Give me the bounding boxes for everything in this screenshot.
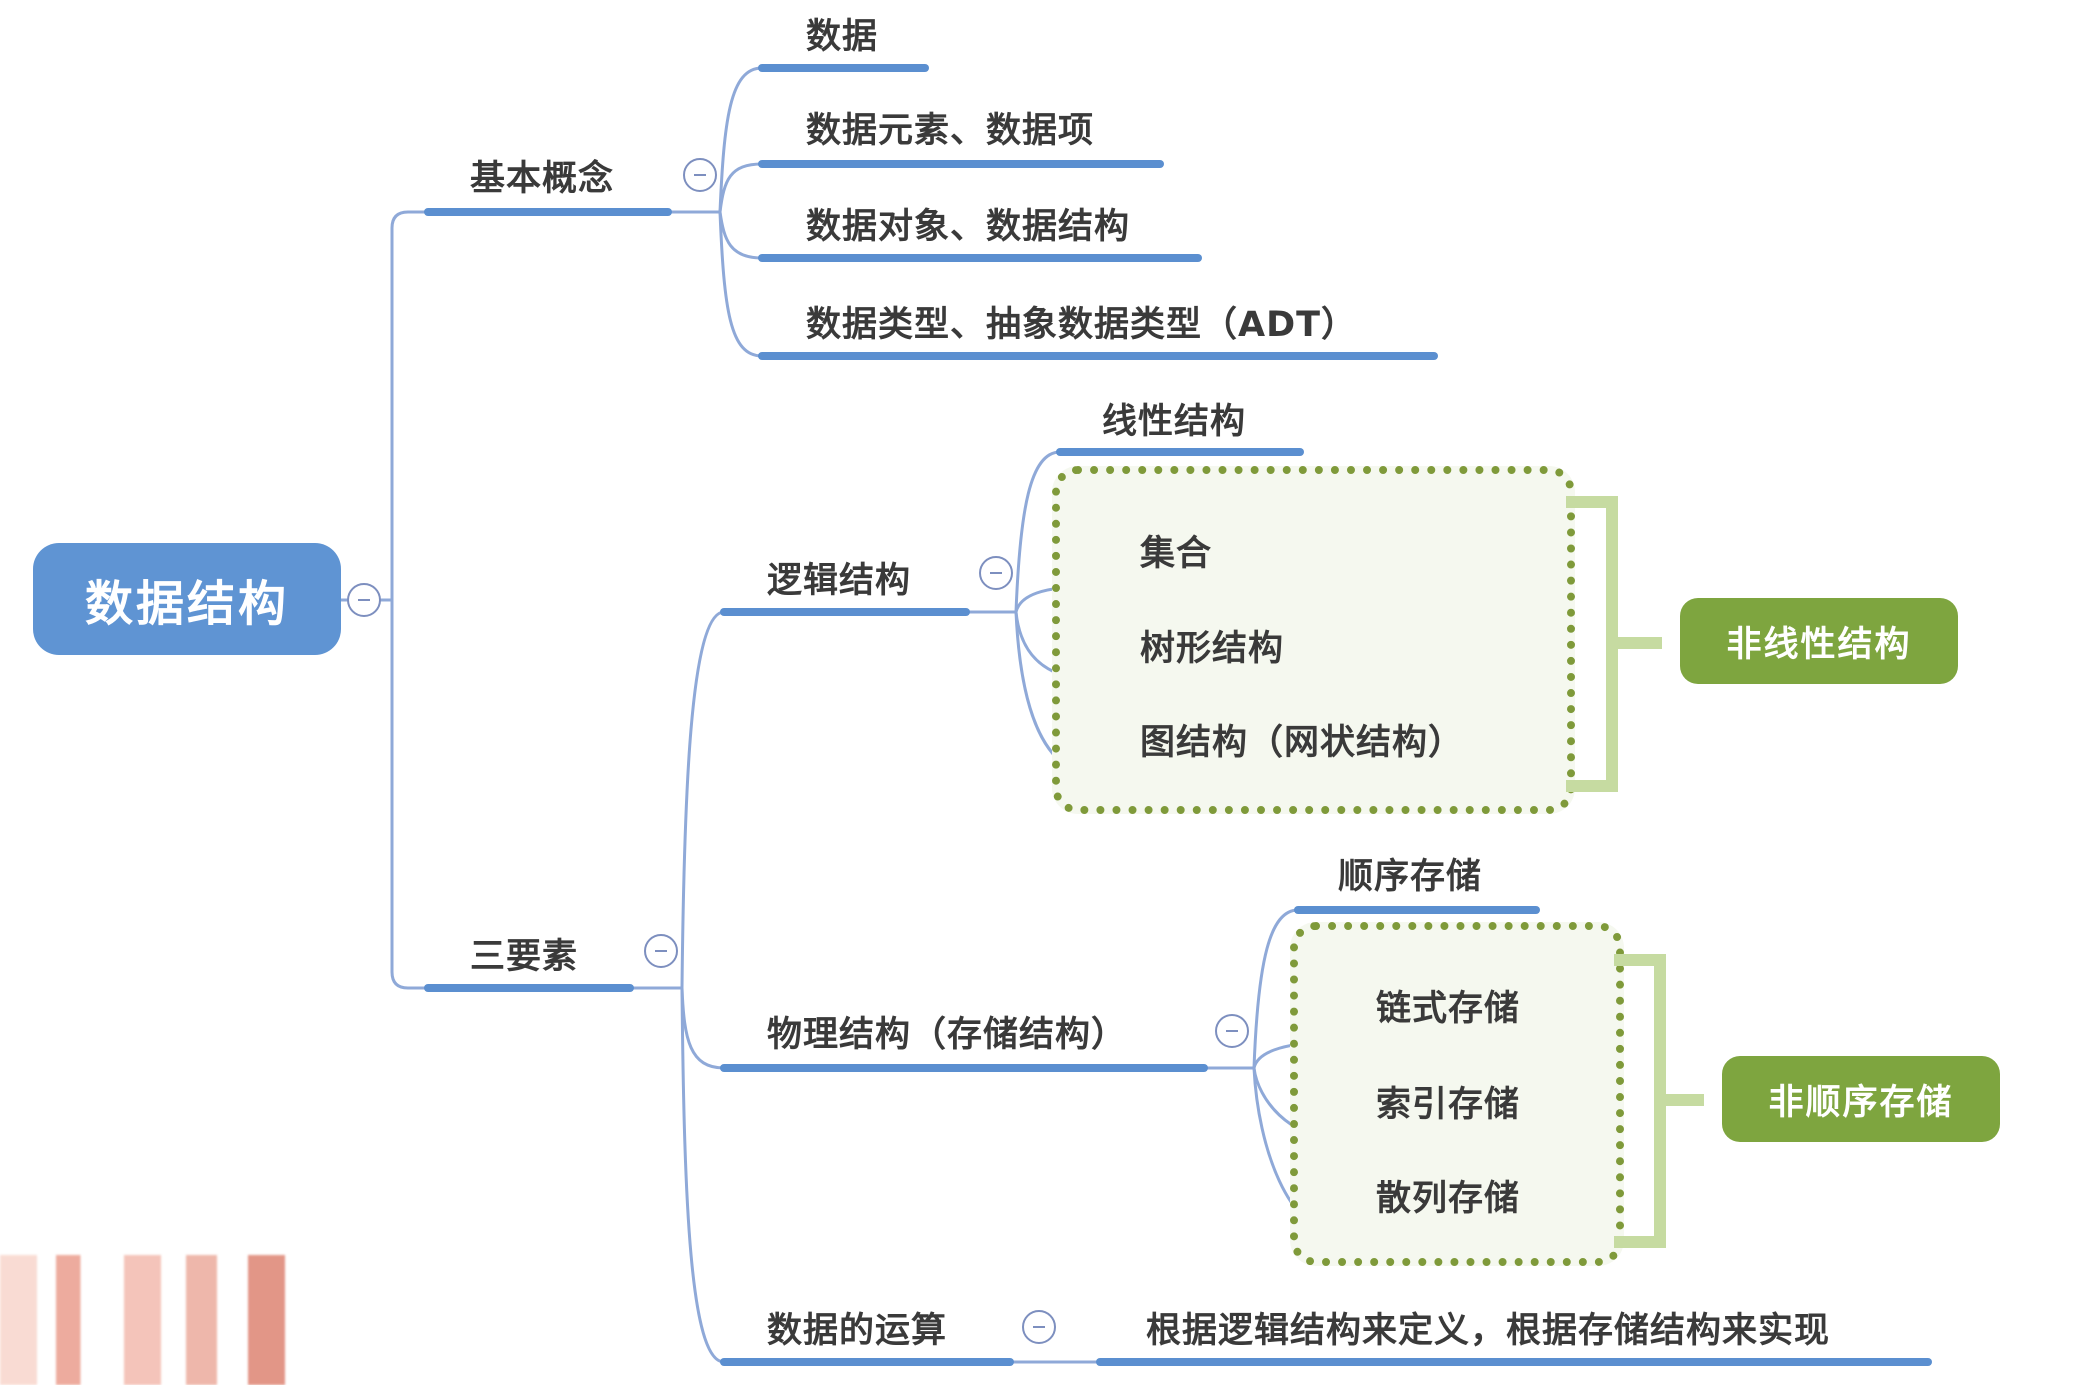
collapse-physical-structure-icon[interactable] <box>1215 1014 1249 1048</box>
node-index-storage[interactable]: 索引存储 <box>1376 1085 1521 1125</box>
node-logical-structure[interactable]: 逻辑结构 <box>767 561 912 601</box>
root-node[interactable]: 数据结构 <box>33 543 341 655</box>
node-data[interactable]: 数据 <box>806 17 879 57</box>
collapse-three-elements-icon[interactable] <box>644 934 678 968</box>
node-three-elements[interactable]: 三要素 <box>470 937 579 977</box>
nonlinear-group-box <box>1052 466 1575 814</box>
node-data-type[interactable]: 数据类型、抽象数据类型（ADT） <box>806 305 1358 345</box>
node-data-operations[interactable]: 数据的运算 <box>767 1311 948 1351</box>
node-graph[interactable]: 图结构（网状结构） <box>1140 723 1465 763</box>
summary-nonsequential-label: 非顺序存储 <box>1768 1082 1954 1123</box>
node-operations-description[interactable]: 根据逻辑结构来定义，根据存储结构来实现 <box>1146 1311 1831 1351</box>
node-sequential-storage[interactable]: 顺序存储 <box>1338 857 1483 897</box>
nonsequential-group-box <box>1290 922 1624 1266</box>
pixelated-watermark <box>0 1255 310 1385</box>
collapse-logical-structure-icon[interactable] <box>979 556 1013 590</box>
node-basic-concepts[interactable]: 基本概念 <box>470 159 615 199</box>
node-hash-storage[interactable]: 散列存储 <box>1376 1179 1521 1219</box>
node-data-object[interactable]: 数据对象、数据结构 <box>806 207 1131 247</box>
collapse-root-icon[interactable] <box>347 583 381 617</box>
summary-nonlinear[interactable]: 非线性结构 <box>1680 598 1958 684</box>
root-label: 数据结构 <box>84 576 289 632</box>
summary-bracket-stub <box>1666 1094 1704 1106</box>
node-linear-structure[interactable]: 线性结构 <box>1102 402 1247 442</box>
summary-nonlinear-label: 非线性结构 <box>1726 624 1912 665</box>
node-data-element[interactable]: 数据元素、数据项 <box>806 111 1095 151</box>
summary-bracket <box>1566 496 1618 792</box>
summary-bracket-stub <box>1618 637 1662 649</box>
node-physical-structure[interactable]: 物理结构（存储结构） <box>767 1015 1128 1055</box>
collapse-data-operations-icon[interactable] <box>1022 1310 1056 1344</box>
collapse-basic-concepts-icon[interactable] <box>683 158 717 192</box>
node-set[interactable]: 集合 <box>1140 534 1213 574</box>
summary-nonsequential[interactable]: 非顺序存储 <box>1722 1056 2000 1142</box>
summary-bracket <box>1614 954 1666 1248</box>
node-linked-storage[interactable]: 链式存储 <box>1376 989 1521 1029</box>
node-tree[interactable]: 树形结构 <box>1140 629 1285 669</box>
